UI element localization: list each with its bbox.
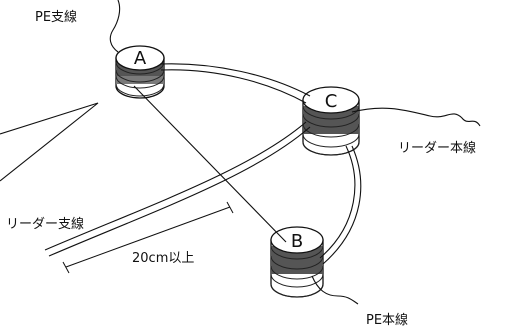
leader-main-line-label: リーダー本線: [398, 140, 476, 156]
hand-outline: [0, 102, 99, 182]
line-c-b: [319, 145, 362, 265]
spool-a: [115, 45, 165, 99]
distance-label: 20cm以上: [132, 251, 194, 266]
line-a-c: [159, 63, 311, 104]
pe-main-line-label: PE本線: [366, 312, 408, 328]
distance-dimension: [62, 201, 234, 274]
node-a-label: A: [134, 48, 147, 69]
pe-branch-line-label: PE支線: [35, 9, 77, 25]
pe-main-line: [311, 275, 359, 305]
pe-branch-line: [109, 0, 121, 53]
spool-c: [302, 86, 360, 156]
leader-branch-line-label: リーダー支線: [6, 216, 84, 232]
spool-b: [270, 226, 324, 298]
leader-main-line: [351, 107, 481, 127]
node-c-label: C: [325, 91, 338, 112]
line-a-b: [133, 85, 287, 243]
node-b-label: B: [291, 231, 303, 252]
leader-branch-line: [44, 121, 311, 257]
